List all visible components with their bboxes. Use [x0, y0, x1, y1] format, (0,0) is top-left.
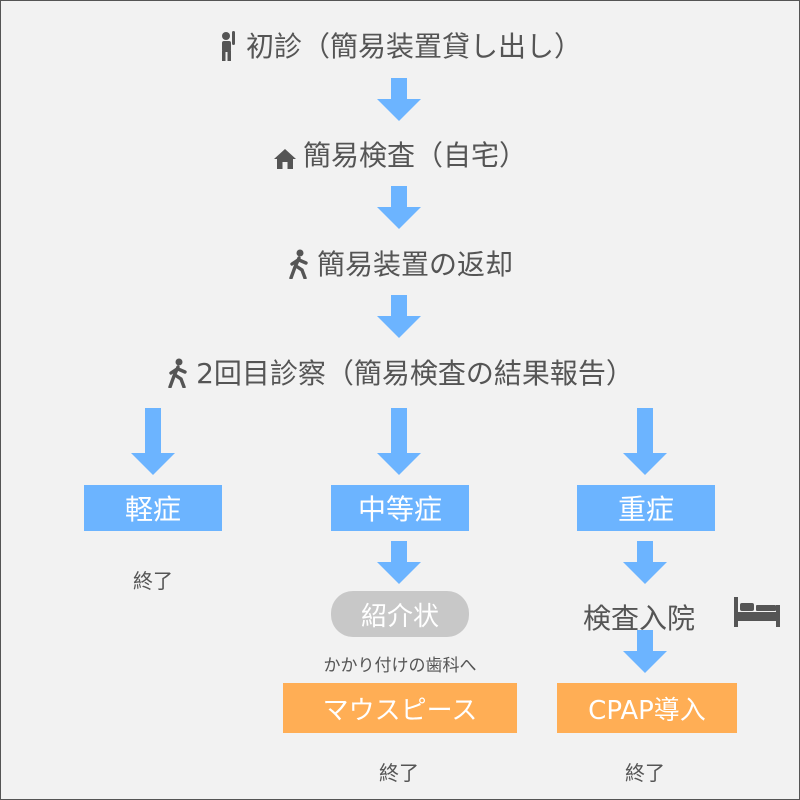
walking-person-icon [166, 358, 190, 395]
arrow-to-hospitalization [623, 541, 667, 584]
step-second-visit: 2回目診察（簡易検査の結果報告） [1, 358, 799, 395]
step-home-test: 簡易検査（自宅） [1, 140, 799, 177]
hospitalization-label: 検査入院 [583, 602, 696, 635]
person-raising-hand-icon [218, 31, 240, 68]
step-return-device-label: 簡易装置の返却 [316, 248, 513, 281]
moderate-label: 中等症 [357, 493, 442, 526]
arrow-to-moderate [377, 408, 421, 475]
referral-label: 紹介状 [360, 601, 439, 632]
step-second-visit-label: 2回目診察（簡易検査の結果報告） [196, 357, 634, 390]
arrow-to-mild [131, 408, 175, 475]
bed-icon [734, 595, 780, 631]
severe-label: 重症 [617, 493, 674, 526]
cpap-label: CPAP導入 [588, 695, 706, 726]
mild-label: 軽症 [124, 493, 181, 526]
referral-pill: 紹介状 [331, 591, 469, 637]
arrow-2 [377, 186, 421, 229]
cpap-box: CPAP導入 [557, 683, 737, 733]
step-return-device: 簡易装置の返却 [1, 249, 799, 286]
mild-box: 軽症 [84, 485, 222, 531]
mild-end: 終了 [133, 569, 173, 593]
severe-end: 終了 [625, 761, 665, 785]
arrow-3 [377, 295, 421, 338]
arrow-to-referral [377, 541, 421, 584]
mouthpiece-box: マウスピース [283, 683, 517, 733]
arrow-1 [377, 78, 421, 121]
arrow-to-cpap [623, 630, 667, 673]
arrow-to-severe [623, 408, 667, 475]
moderate-end: 終了 [379, 761, 419, 785]
moderate-box: 中等症 [331, 485, 469, 531]
severe-box: 重症 [577, 485, 715, 531]
referral-note: かかり付けの歯科へ [323, 656, 477, 676]
home-icon [273, 145, 297, 177]
step-home-test-label: 簡易検査（自宅） [302, 139, 527, 172]
mouthpiece-label: マウスピース [322, 695, 478, 726]
walking-person-icon [287, 249, 311, 286]
step-first-visit: 初診（簡易装置貸し出し） [1, 31, 799, 68]
step-first-visit-label: 初診（簡易装置貸し出し） [245, 30, 582, 63]
